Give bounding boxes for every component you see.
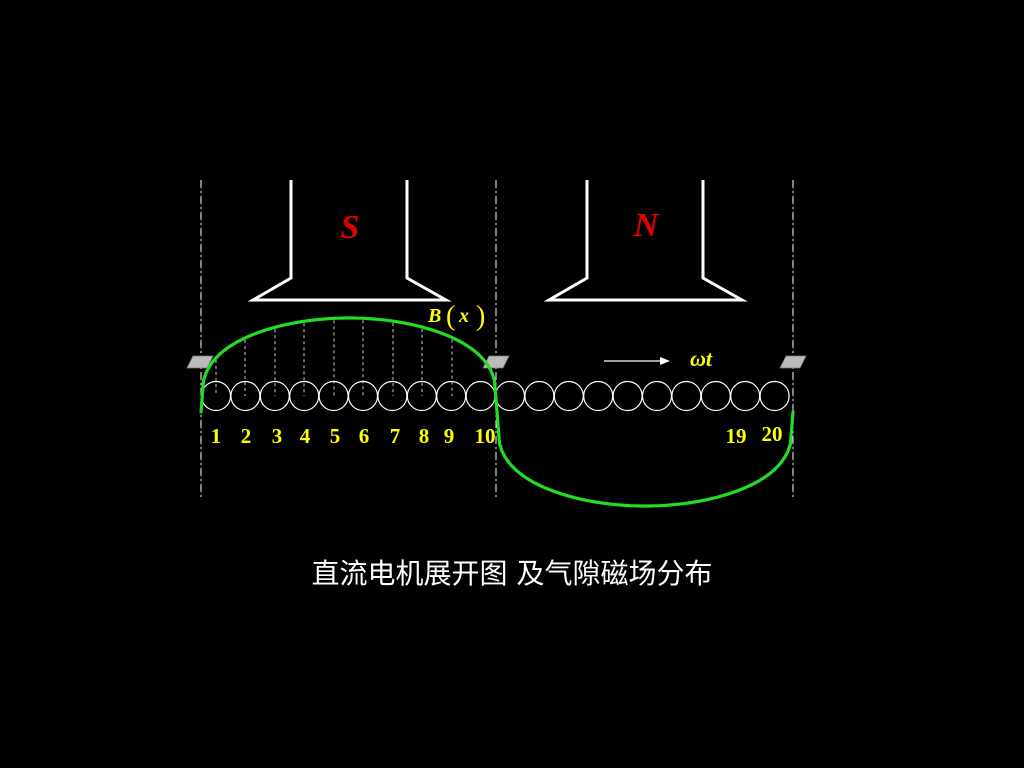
armature-conductors [200, 380, 790, 412]
conductor-7 [377, 380, 408, 412]
conductor-20 [759, 380, 790, 412]
field-lines [215, 320, 453, 396]
flux-label-open-paren: ( [446, 301, 455, 332]
conductor-number-1: 1 [211, 424, 222, 448]
rotation-label: ωt [690, 346, 713, 371]
conductor-16 [641, 380, 673, 412]
conductor-14 [583, 380, 614, 412]
diagram-caption: 直流电机展开图 及气隙磁场分布 [311, 557, 713, 590]
flux-density-curve [199, 316, 795, 508]
conductor-number-10: 10 [475, 424, 496, 448]
rotation-arrow [604, 357, 670, 365]
rotation-arrow-head [660, 357, 670, 365]
conductor-9 [436, 380, 467, 412]
brushes [186, 355, 807, 369]
pole-s-outline [247, 180, 452, 302]
conductor-18 [700, 380, 731, 412]
flux-label-close-paren: ) [476, 301, 485, 332]
conductor-numbers: 1 2 3 4 5 6 7 8 9 10 19 20 [211, 422, 783, 448]
conductor-11 [494, 380, 526, 412]
conductor-number-8: 8 [419, 424, 430, 448]
conductor-number-5: 5 [330, 424, 341, 448]
conductor-number-7: 7 [390, 424, 401, 448]
conductor-number-2: 2 [241, 424, 252, 448]
conductor-19 [730, 380, 761, 412]
pole-boundary-lines [200, 180, 794, 500]
pole-s-label: S [341, 209, 360, 246]
pole-n-outline [543, 180, 748, 302]
conductor-number-20: 20 [762, 422, 783, 446]
conductor-number-19: 19 [726, 424, 747, 448]
flux-density-label: B ( x ) [427, 301, 485, 332]
pole-n-label: N [633, 207, 660, 244]
flux-label-b: B [427, 305, 441, 327]
brush-right [779, 355, 807, 369]
conductor-10 [465, 380, 496, 412]
conductor-12 [524, 380, 555, 412]
conductor-15 [612, 380, 643, 412]
conductor-number-9: 9 [444, 424, 455, 448]
conductor-5 [318, 380, 349, 412]
conductor-13 [553, 380, 584, 412]
conductor-17 [671, 380, 702, 412]
conductor-number-3: 3 [272, 424, 283, 448]
flux-label-x: x [458, 305, 469, 327]
conductor-number-4: 4 [300, 424, 311, 448]
conductor-number-6: 6 [359, 424, 370, 448]
